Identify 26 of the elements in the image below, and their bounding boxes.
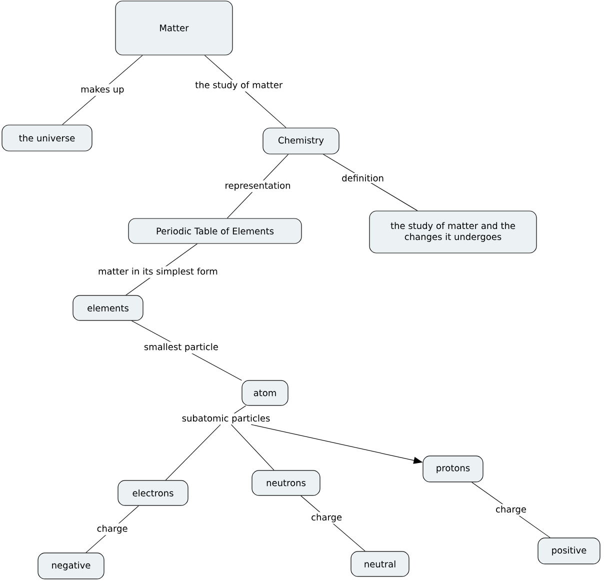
connector-line: [165, 424, 221, 480]
edge-label: charge: [310, 512, 344, 524]
edge-label: definition: [340, 173, 386, 183]
edge-label: representation: [223, 180, 292, 192]
concept-box: protons: [422, 456, 484, 482]
concept-box: electrons: [118, 480, 188, 506]
edge-label: smallest particle: [142, 342, 220, 354]
concept-box: neutrons: [252, 470, 320, 496]
concept-box: Periodic Table of Elements: [128, 218, 302, 244]
concept-box: elements: [72, 295, 144, 321]
edge-label: charge: [494, 504, 528, 516]
concept-box: positive: [538, 538, 600, 564]
concept-box: the universe: [2, 124, 92, 152]
concept-box: neutral: [350, 551, 410, 577]
edge-label: matter in its simplest form: [96, 266, 220, 278]
edge-label: makes up: [79, 84, 126, 96]
edge-label: the study of matter: [194, 80, 284, 92]
concept-box: negative: [38, 552, 104, 580]
concept-box: atom: [242, 380, 288, 406]
connector-line: [230, 424, 274, 470]
edge-label: charge: [95, 523, 130, 536]
concept-box: the study of matter and the changes it undergoes: [369, 210, 537, 254]
concept-box: Chemistry: [262, 128, 340, 154]
concept-box: Matter: [115, 0, 233, 56]
linking-phrase: subatomic particles: [180, 414, 272, 424]
connector-line: [234, 405, 246, 414]
